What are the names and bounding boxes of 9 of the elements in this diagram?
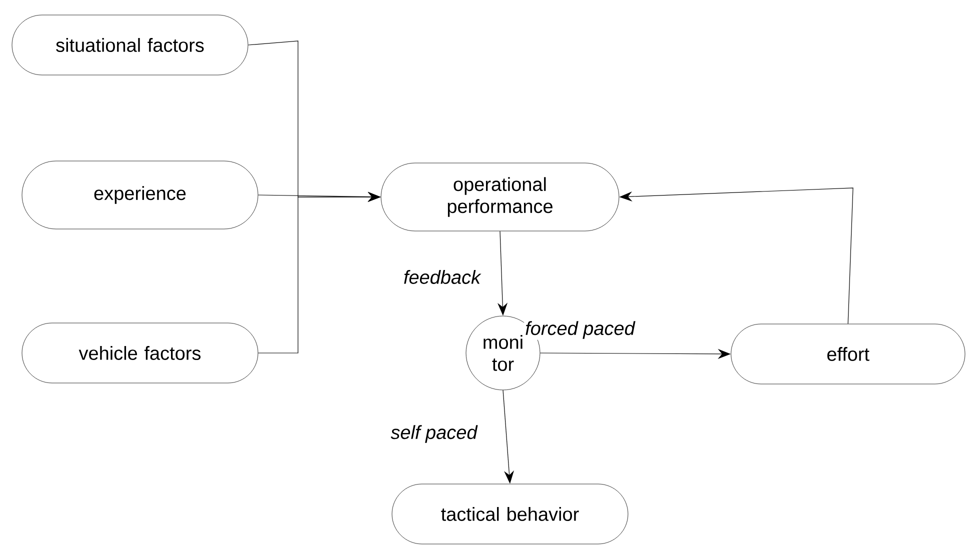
rounded-box: tactical behavior bbox=[392, 484, 628, 544]
rounded-box: situational factors bbox=[12, 14, 248, 76]
rounded-box: operational performance bbox=[380, 162, 620, 232]
rounded-box: vehicle factors bbox=[22, 322, 258, 384]
edge-label: self paced bbox=[390, 424, 478, 444]
edge-label: forced paced bbox=[524, 320, 636, 340]
edge-label: feedback bbox=[402, 269, 482, 285]
rounded-box: experience bbox=[22, 160, 258, 230]
rounded-box: effort bbox=[730, 324, 966, 384]
